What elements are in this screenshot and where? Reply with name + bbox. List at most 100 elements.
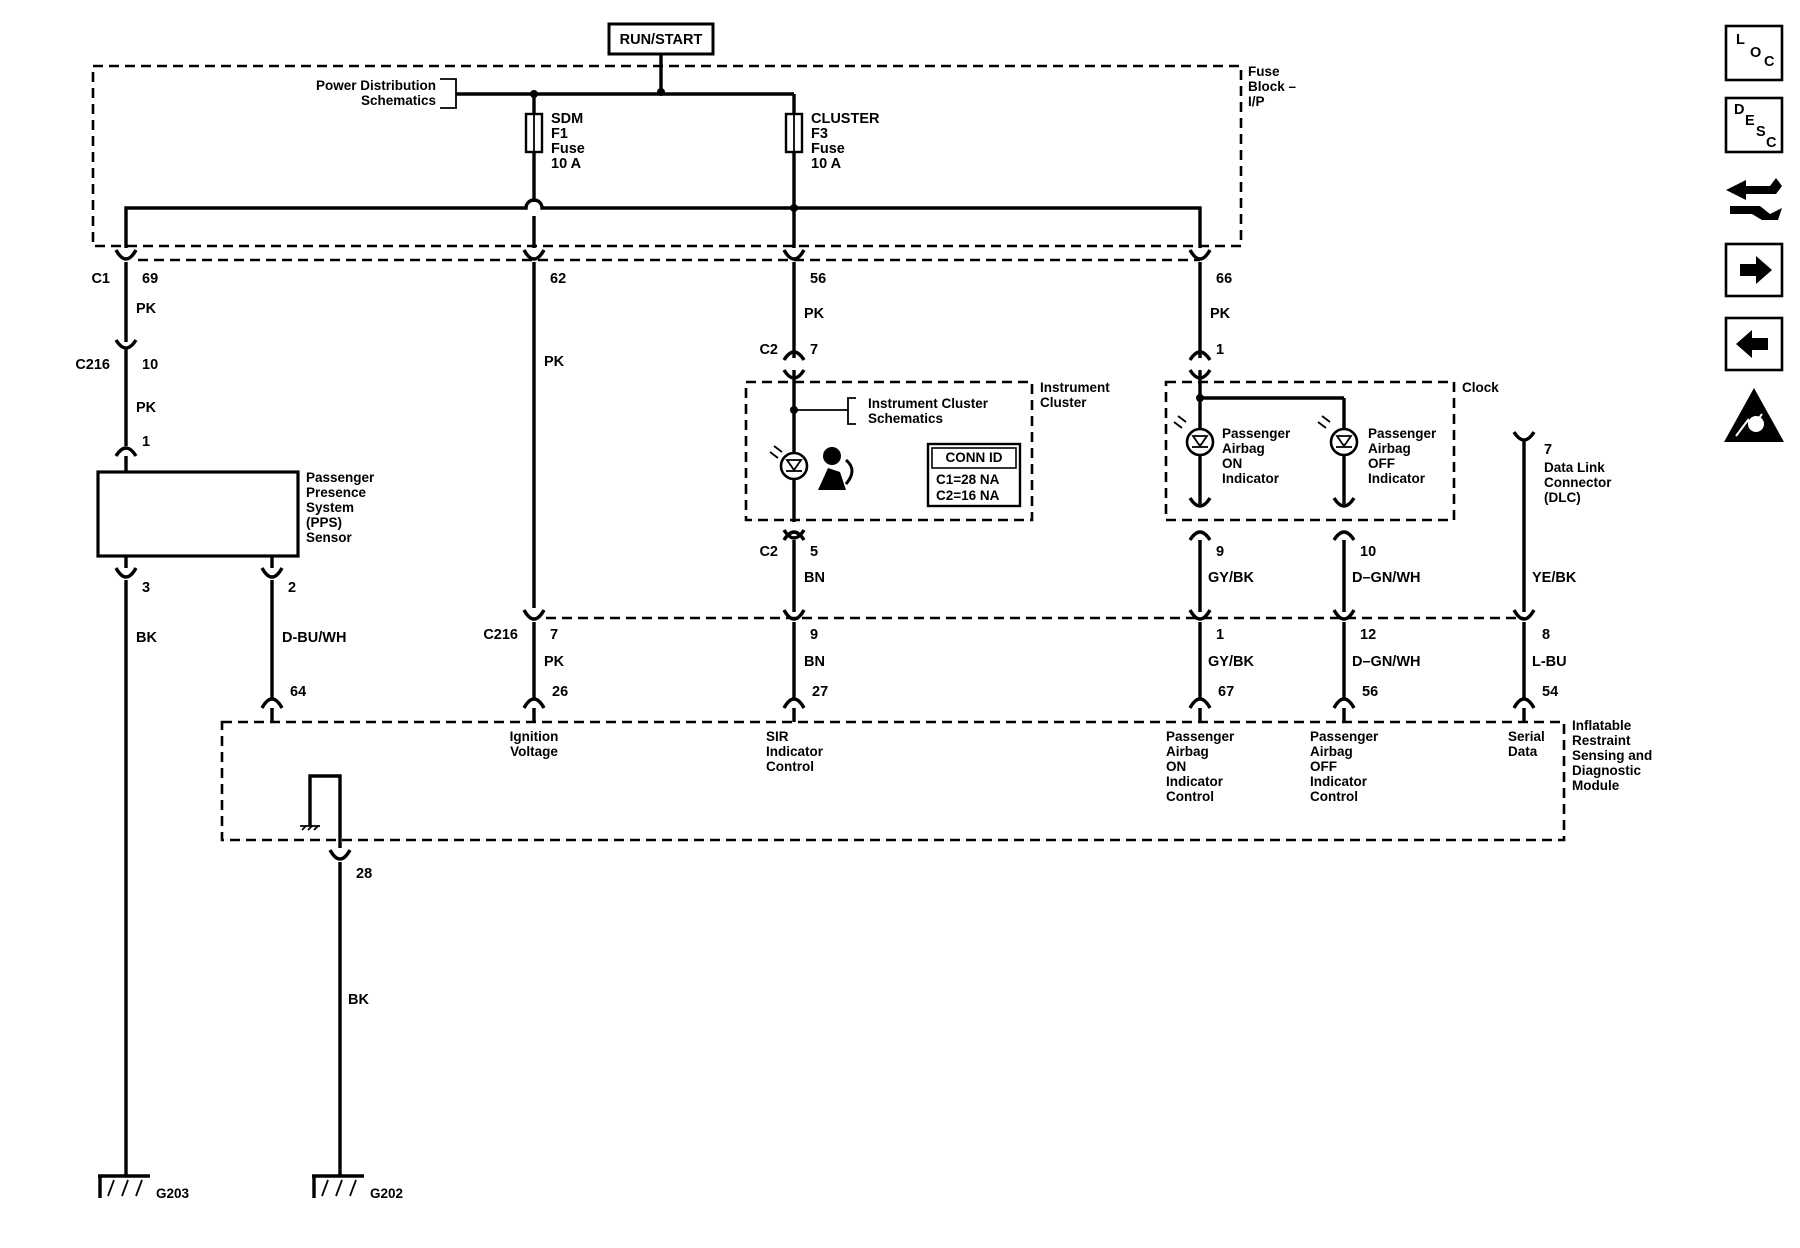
pin-2: 2 (288, 580, 296, 596)
svg-text:CLUSTER: CLUSTER (811, 111, 880, 127)
svg-text:Ignition: Ignition (510, 729, 559, 744)
serial-data-label: Serial Data (1508, 729, 1545, 759)
wire-dgnwh-2: D–GN/WH (1352, 654, 1420, 670)
cluster-fuse-label: CLUSTER F3 Fuse 10 A (811, 111, 880, 172)
svg-text:(PPS): (PPS) (306, 515, 342, 530)
wire-dgnwh-1: D–GN/WH (1352, 570, 1420, 586)
previous-arrow-button[interactable] (1724, 316, 1784, 372)
svg-text:ON: ON (1166, 759, 1186, 774)
connector-tools-icon[interactable] (1726, 178, 1782, 220)
ignition-voltage-label: Ignition Voltage (510, 729, 559, 759)
svg-text:C: C (1764, 54, 1775, 70)
svg-text:Serial: Serial (1508, 729, 1545, 744)
svg-text:Control: Control (1310, 789, 1358, 804)
svg-text:Passenger: Passenger (306, 470, 375, 485)
svg-text:Control: Control (1166, 789, 1214, 804)
svg-text:S: S (1756, 124, 1766, 140)
svg-text:F1: F1 (551, 126, 568, 142)
desc-button[interactable]: D E S C (1724, 96, 1784, 154)
clock-outline (1164, 380, 1456, 522)
conn-id-box: CONN ID C1=28 NA C2=16 NA (926, 442, 1022, 508)
wire-bn-1: BN (804, 570, 825, 586)
next-arrow-button[interactable] (1724, 242, 1784, 298)
pin-10: 10 (142, 357, 158, 373)
airbag-on-lamp (1173, 415, 1215, 457)
instrument-cluster-ref: Instrument Cluster Schematics (868, 396, 989, 426)
svg-text:OFF: OFF (1310, 759, 1337, 774)
pin-62: 62 (550, 271, 566, 287)
svg-text:Indicator: Indicator (1166, 774, 1224, 789)
pin-26: 26 (552, 684, 568, 700)
clock-label: Clock (1462, 380, 1499, 395)
svg-text:Airbag: Airbag (1166, 744, 1209, 759)
svg-text:Fuse: Fuse (551, 141, 585, 157)
fuse-block-outline (91, 64, 1243, 248)
svg-text:Sensor: Sensor (306, 530, 353, 545)
instrument-cluster-label: Instrument Cluster (1040, 380, 1110, 410)
pin-9-clock: 9 (1216, 544, 1224, 560)
svg-text:Passenger: Passenger (1368, 426, 1437, 441)
fuse-block-label: Fuse Block – I/P (1248, 64, 1297, 109)
instrument-cluster-outline (744, 380, 1034, 522)
c2-connector-a: C2 (759, 342, 778, 358)
pin-1-pps: 1 (142, 434, 150, 450)
sdm-fuse-label: SDM F1 Fuse 10 A (551, 111, 585, 172)
run-start-label: RUN/START (620, 32, 703, 48)
svg-text:Indicator: Indicator (766, 744, 824, 759)
svg-text:Presence: Presence (306, 485, 367, 500)
esd-warning-icon[interactable] (1724, 388, 1784, 442)
svg-text:Airbag: Airbag (1310, 744, 1353, 759)
pin-12: 12 (1360, 627, 1376, 643)
loc-button[interactable]: L O C (1724, 24, 1784, 82)
pin-64: 64 (290, 684, 306, 700)
module-outline (220, 720, 1566, 842)
wire-pk-6: PK (1210, 306, 1231, 322)
c2-cup-7 (782, 350, 806, 361)
svg-text:G202: G202 (370, 1186, 403, 1201)
pin-54: 54 (1542, 684, 1558, 700)
svg-text:Sensing and: Sensing and (1572, 748, 1652, 763)
airbag-on-indicator-label: Passenger Airbag ON Indicator (1222, 426, 1291, 486)
pin-7-c216: 7 (550, 627, 558, 643)
svg-text:Passenger: Passenger (1310, 729, 1379, 744)
svg-text:Diagnostic: Diagnostic (1572, 763, 1642, 778)
svg-text:Restraint: Restraint (1572, 733, 1631, 748)
svg-text:C1=28 NA: C1=28 NA (936, 472, 1000, 487)
svg-text:Connector: Connector (1544, 475, 1612, 490)
wire-dbuwh: D-BU/WH (282, 630, 346, 646)
pin-28: 28 (356, 866, 372, 882)
svg-text:Passenger: Passenger (1222, 426, 1291, 441)
svg-text:D: D (1734, 102, 1744, 118)
power-distribution-ref: Power Distribution Schematics (316, 78, 457, 109)
svg-text:L: L (1736, 32, 1745, 48)
dlc-label: Data Link Connector (DLC) (1544, 460, 1612, 505)
svg-text:10 A: 10 A (811, 156, 842, 172)
wire-bn-2: BN (804, 654, 825, 670)
airbag-off-lamp (1317, 415, 1359, 457)
svg-text:Indicator: Indicator (1368, 471, 1426, 486)
wire-yebk: YE/BK (1532, 570, 1577, 586)
svg-text:Indicator: Indicator (1222, 471, 1280, 486)
pin-9-c216: 9 (810, 627, 818, 643)
svg-text:Fuse: Fuse (811, 141, 845, 157)
c216-connector-b: C216 (483, 627, 518, 643)
sir-indicator-control-label: SIR Indicator Control (766, 729, 824, 774)
wire-gybk-1: GY/BK (1208, 570, 1254, 586)
svg-text:Instrument: Instrument (1040, 380, 1110, 395)
svg-text:10 A: 10 A (551, 156, 582, 172)
ground-g203: G203 (98, 1174, 190, 1201)
svg-text:Data Link: Data Link (1544, 460, 1605, 475)
wire-lbu: L-BU (1532, 654, 1567, 670)
svg-text:Power Distribution: Power Distribution (316, 78, 436, 93)
ground-g202: G202 (312, 1174, 403, 1201)
svg-text:Indicator: Indicator (1310, 774, 1368, 789)
svg-text:Instrument Cluster: Instrument Cluster (868, 396, 989, 411)
svg-text:OFF: OFF (1368, 456, 1395, 471)
svg-text:SIR: SIR (766, 729, 789, 744)
svg-text:F3: F3 (811, 126, 828, 142)
pin-66: 66 (1216, 271, 1232, 287)
svg-text:System: System (306, 500, 354, 515)
pin-67: 67 (1218, 684, 1234, 700)
c2-connector-b: C2 (759, 544, 778, 560)
svg-text:Airbag: Airbag (1368, 441, 1411, 456)
